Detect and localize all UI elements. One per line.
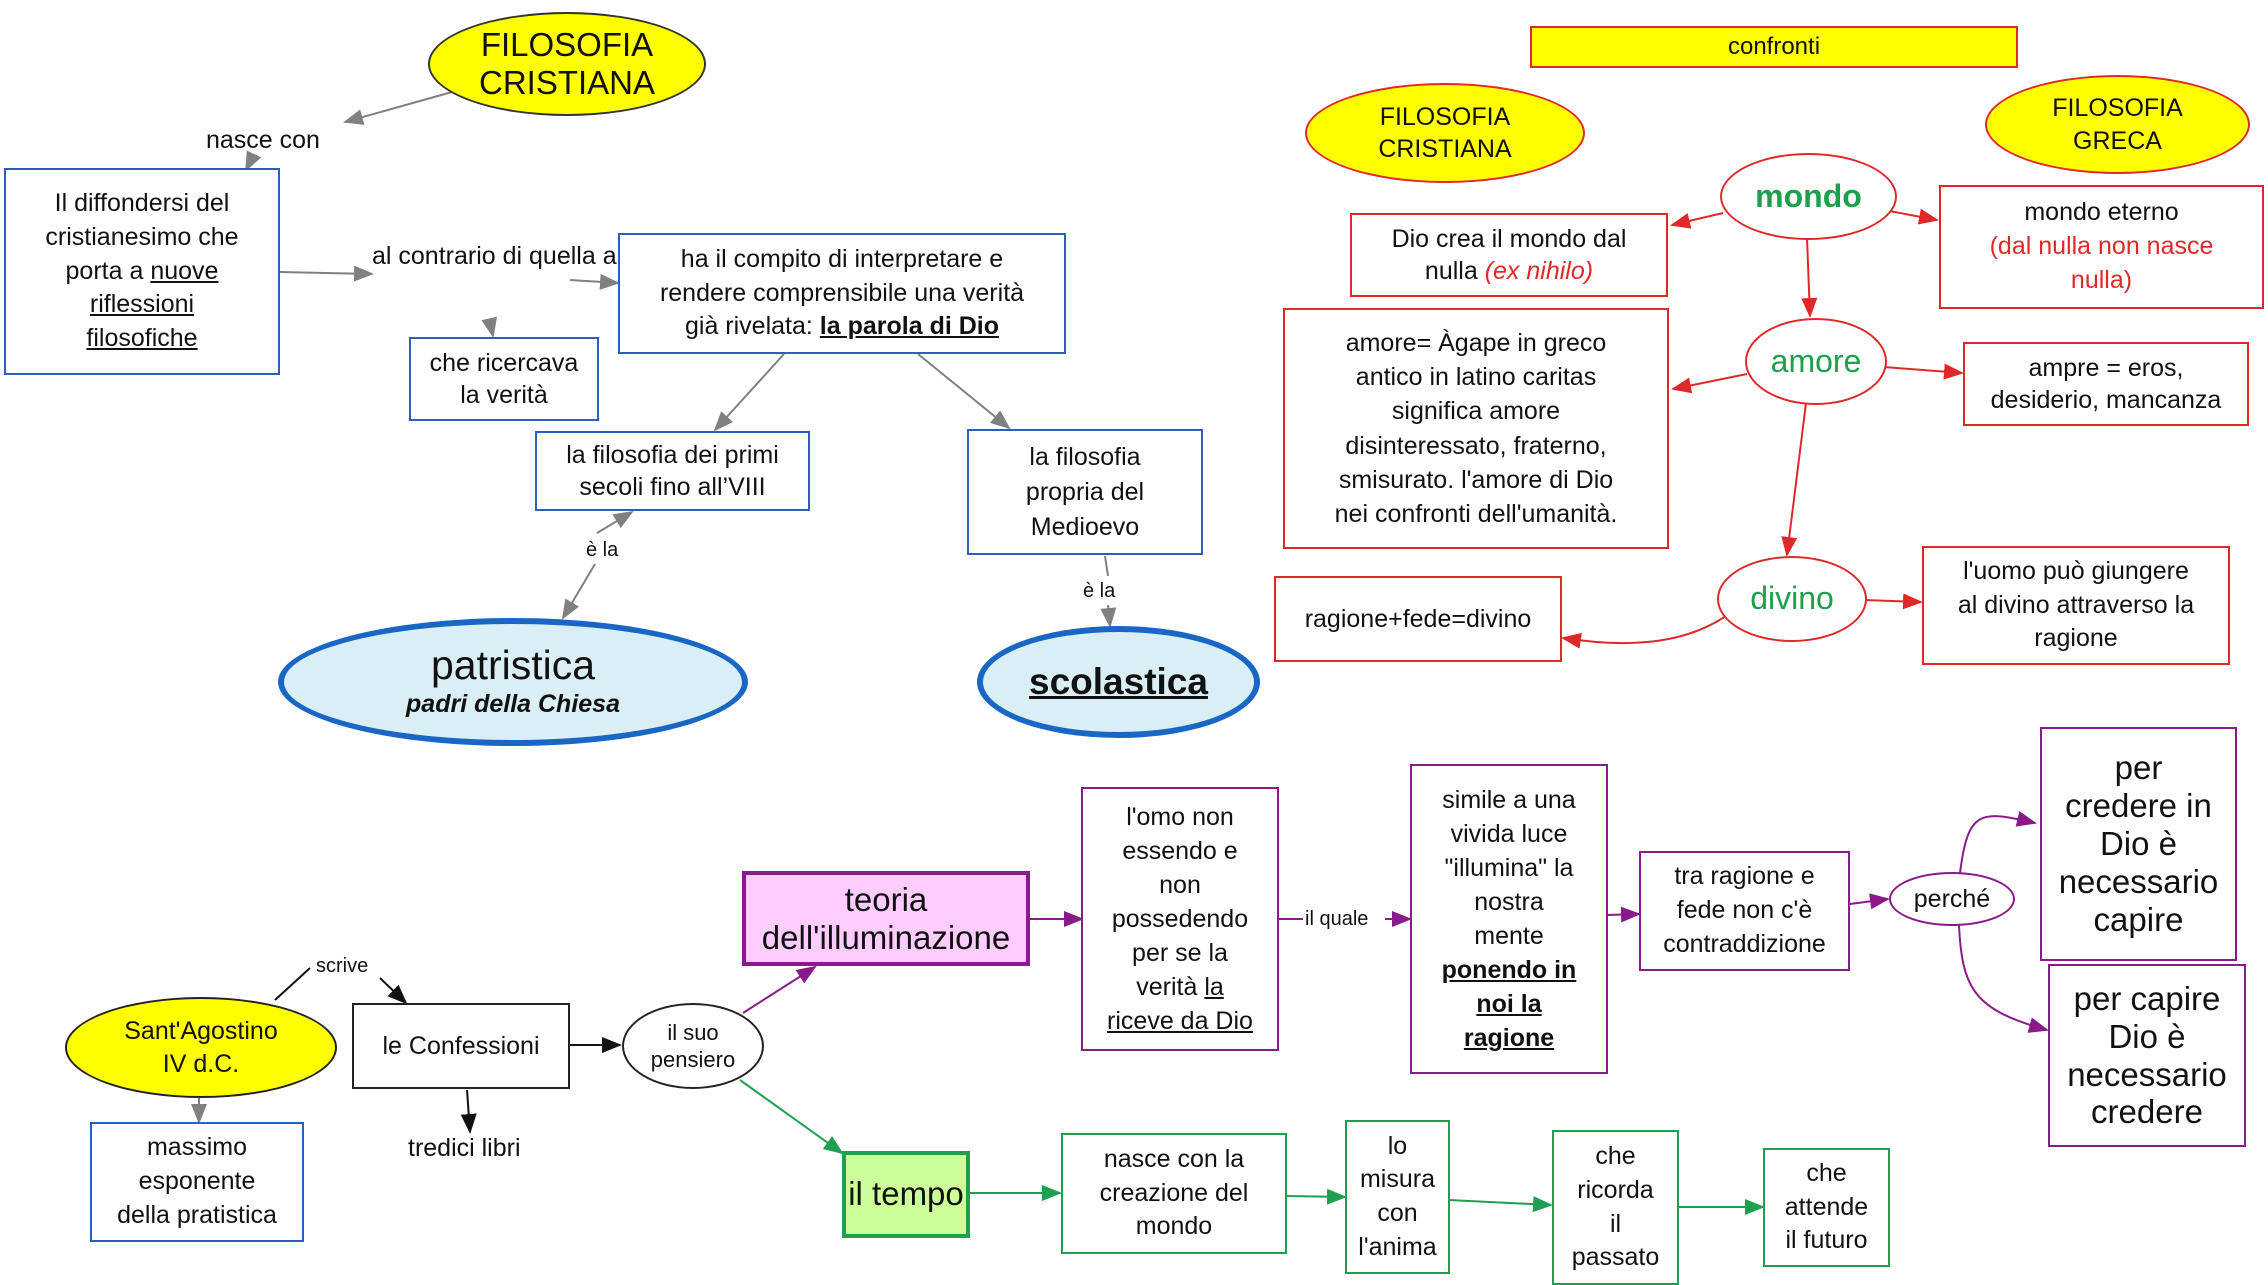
link-misura-passato xyxy=(1448,1196,1553,1213)
link-label-e-la-scolastica: è la xyxy=(1083,580,1116,602)
link-diffondersi-contrario xyxy=(279,265,374,282)
link-compito-medioevo xyxy=(917,353,1011,430)
link-perche-credere xyxy=(1959,811,2037,874)
link-ela-primi xyxy=(596,510,634,534)
link-creazione-misura xyxy=(1286,1188,1347,1205)
node-mondo-eterno: mondo eterno (dal nulla non nasce nulla) xyxy=(1939,185,2264,309)
node-confessioni: le Confessioni xyxy=(352,1003,570,1089)
confronti-header: confronti xyxy=(1530,26,2018,68)
link-contraddizione-perche xyxy=(1849,893,1890,910)
link-contrario-ricercava xyxy=(481,316,498,338)
link-label-e-la-patristica: è la xyxy=(586,539,619,561)
node-diffondersi: Il diffondersi del cristianesimo che por… xyxy=(4,168,280,375)
link-label-scrive: scrive xyxy=(316,955,369,977)
link-label-nasce-con: nasce con xyxy=(206,126,320,154)
link-divino-ragione xyxy=(1561,615,1727,649)
link-pensiero-illuminazione xyxy=(742,965,817,1014)
link-confessioni-tredici xyxy=(460,1089,477,1134)
link-mondo-eterno xyxy=(1883,208,1939,225)
node-dio-crea: Dio crea il mondo dal nulla (ex nihilo) xyxy=(1350,213,1668,297)
node-agape: amore= Àgape in greco antico in latino c… xyxy=(1283,308,1669,549)
node-amore: amore xyxy=(1745,318,1887,405)
link-amore-agape xyxy=(1671,373,1748,394)
node-omo: l'omo non essendo e non possedendo per s… xyxy=(1081,787,1279,1051)
link-ela-scolastica xyxy=(1100,604,1117,628)
link-scrive-confessioni xyxy=(379,977,408,1005)
link-ela-patristica xyxy=(561,563,596,620)
link-mondo-amore xyxy=(1801,237,1818,318)
link-amore-eros xyxy=(1883,363,1964,380)
link-perche-capire xyxy=(1958,924,2049,1033)
node-mondo: mondo xyxy=(1720,153,1897,240)
node-eros: ampre = eros,desiderio, mancanza xyxy=(1963,342,2249,426)
link-agostino-scrive xyxy=(274,967,311,1001)
node-compito: ha il compito di interpretare e rendere … xyxy=(618,233,1066,354)
link-compito-primi xyxy=(713,353,785,432)
node-ragione-fede: ragione+fede=divino xyxy=(1274,576,1562,662)
link-divino-uomo xyxy=(1863,593,1923,610)
link-title-nasce xyxy=(343,91,453,125)
link-mondo-dio xyxy=(1670,212,1724,229)
link-label-il-quale: il quale xyxy=(1305,908,1369,930)
node-patristica: patristica padri della Chiesa xyxy=(278,618,748,746)
node-scolastica: scolastica xyxy=(977,626,1260,738)
node-luce: simile a una vivida luce "illumina" la n… xyxy=(1410,764,1608,1074)
link-medioevo-ela xyxy=(1104,555,1109,577)
node-perche: perché xyxy=(1889,872,2015,926)
node-tredici-libri: tredici libri xyxy=(408,1134,521,1162)
node-il-tempo: il tempo xyxy=(842,1151,970,1238)
node-divino: divino xyxy=(1717,556,1867,642)
link-luce-contraddizione xyxy=(1606,906,1641,923)
link-contrario-compito xyxy=(569,273,620,290)
link-amore-divino xyxy=(1781,402,1807,557)
link-pensiero-tempo xyxy=(739,1079,844,1155)
